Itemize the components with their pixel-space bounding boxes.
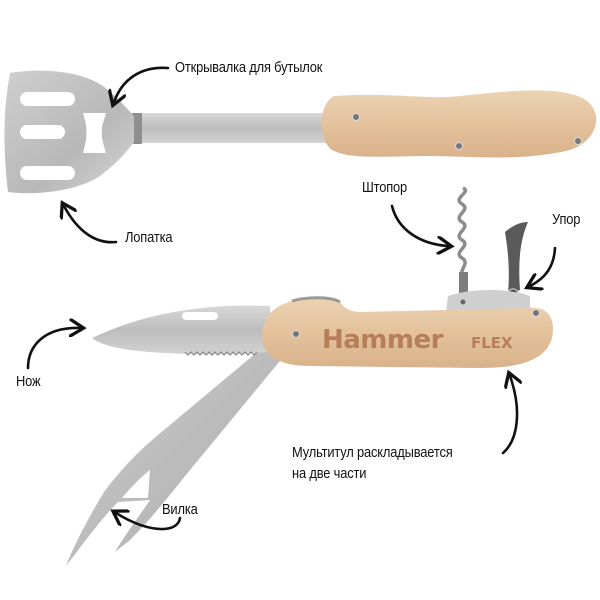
corkscrew-spiral bbox=[457, 186, 467, 276]
spatula-handle bbox=[321, 90, 597, 158]
spatula-slot bbox=[20, 125, 65, 139]
label-bottle-opener: Открывалка для бутылок bbox=[175, 59, 323, 76]
spatula-slot bbox=[20, 92, 75, 106]
knife-nail-slot bbox=[182, 312, 218, 320]
brand-hammer: Hammer bbox=[322, 325, 444, 355]
spatula-slot bbox=[20, 166, 75, 180]
spatula-shaft bbox=[138, 113, 338, 143]
arrow-to-handle-icon bbox=[501, 376, 517, 455]
label-folds-line1: Мультитул раскладывается bbox=[292, 444, 453, 461]
knife-serration bbox=[184, 351, 258, 356]
label-spatula: Лопатка bbox=[125, 229, 173, 246]
arrow-to-fork-icon bbox=[116, 513, 182, 531]
fork bbox=[66, 348, 284, 566]
multitool-handle bbox=[262, 297, 553, 368]
arrow-to-knife-icon bbox=[26, 328, 80, 370]
knife-fork-tool: Hammer FLEX bbox=[66, 186, 553, 566]
arrow-to-spatula-icon bbox=[64, 206, 118, 244]
arrow-to-stop-icon bbox=[530, 246, 557, 286]
label-folds-line2: на две части bbox=[292, 465, 367, 482]
label-knife: Нож bbox=[16, 373, 41, 390]
spatula-tool bbox=[4, 70, 597, 194]
arrow-to-corkscrew-icon bbox=[390, 204, 448, 246]
label-fork: Вилка bbox=[162, 501, 198, 518]
bottle-opener-cutout bbox=[83, 113, 106, 153]
label-corkscrew: Штопор bbox=[362, 179, 408, 196]
knife-blade bbox=[92, 305, 272, 355]
brand-flex: FLEX bbox=[471, 334, 513, 352]
arrow-to-bottle-opener-icon bbox=[114, 66, 170, 102]
label-stop: Упор bbox=[552, 211, 581, 228]
stop-lever bbox=[505, 222, 528, 294]
